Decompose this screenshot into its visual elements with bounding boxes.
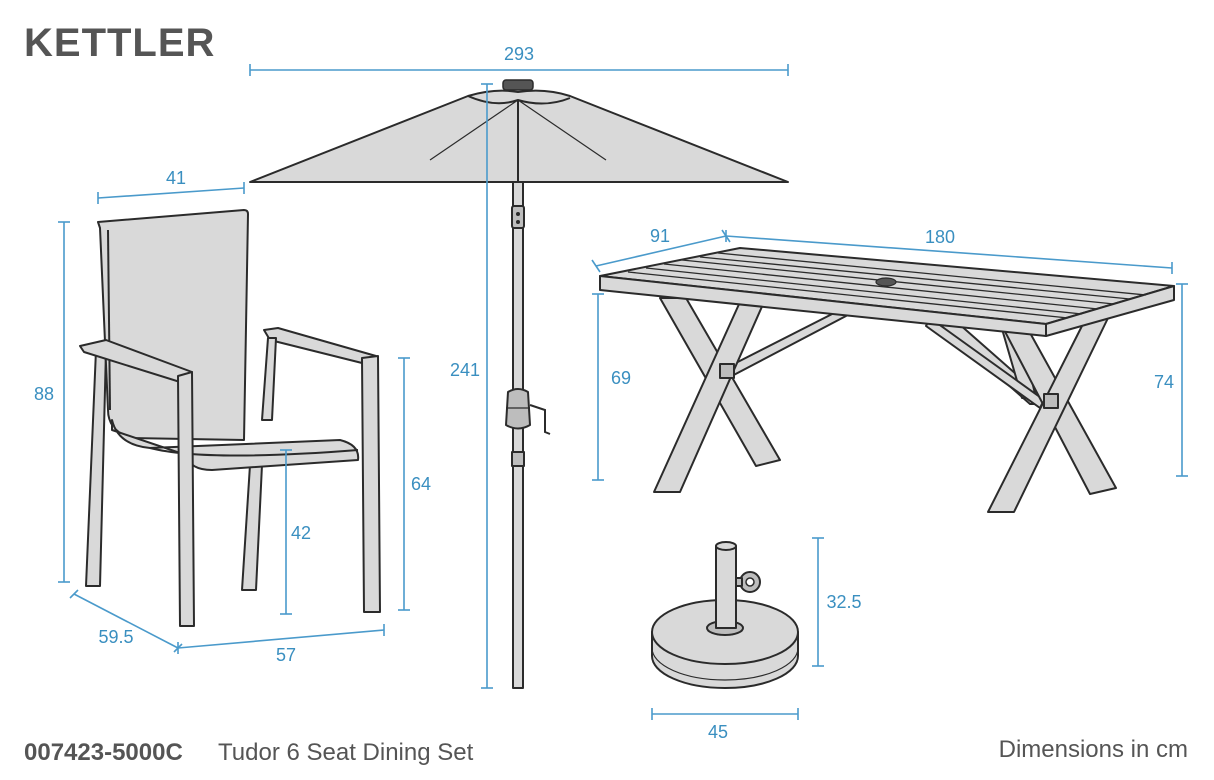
chair-width-dimension: 57 (177, 624, 385, 665)
table-width-label: 91 (650, 226, 670, 246)
table-length-label: 180 (925, 227, 955, 247)
table-length-dimension: 180 (725, 227, 1173, 274)
parasol-width-dimension: 293 (249, 44, 789, 76)
base-diameter-dimension: 45 (651, 708, 799, 742)
base-diameter-label: 45 (708, 722, 728, 742)
table-width-dimension: 91 (591, 226, 731, 273)
chair (79, 209, 381, 627)
chair-height-dimension: 88 (34, 221, 70, 583)
base-height-dimension: 32.5 (812, 537, 862, 667)
parasol (249, 79, 789, 689)
chair-top-width-dimension: 41 (97, 168, 245, 204)
table-height-left-dimension: 69 (592, 293, 631, 481)
table-height-right-label: 74 (1154, 372, 1174, 392)
parasol-width-label: 293 (504, 44, 534, 64)
table-slats (627, 252, 1147, 319)
units-note: Dimensions in cm (999, 736, 1188, 763)
brand-logo: KETTLER (24, 21, 215, 65)
parasol-base (651, 541, 799, 689)
chair-arm-height-dimension: 64 (398, 357, 431, 611)
parasol-height-dimension: 241 (450, 83, 493, 689)
chair-depth-label: 59.5 (98, 627, 133, 647)
parasol-height-label: 241 (450, 360, 480, 380)
product-code: 007423-5000C (24, 739, 183, 766)
base-height-label: 32.5 (826, 592, 861, 612)
chair-width-label: 57 (276, 645, 296, 665)
chair-arm-height-label: 64 (411, 474, 431, 494)
table (599, 247, 1175, 513)
chair-top-width-label: 41 (166, 168, 186, 188)
chair-depth-dimension: 59.5 (69, 589, 183, 653)
table-height-right-dimension: 74 (1154, 283, 1188, 477)
product-name: Tudor 6 Seat Dining Set (218, 739, 474, 766)
table-height-left-label: 69 (611, 368, 631, 388)
chair-height-label: 88 (34, 384, 54, 404)
chair-seat-height-dimension: 42 (280, 449, 311, 615)
chair-seat-height-label: 42 (291, 523, 311, 543)
